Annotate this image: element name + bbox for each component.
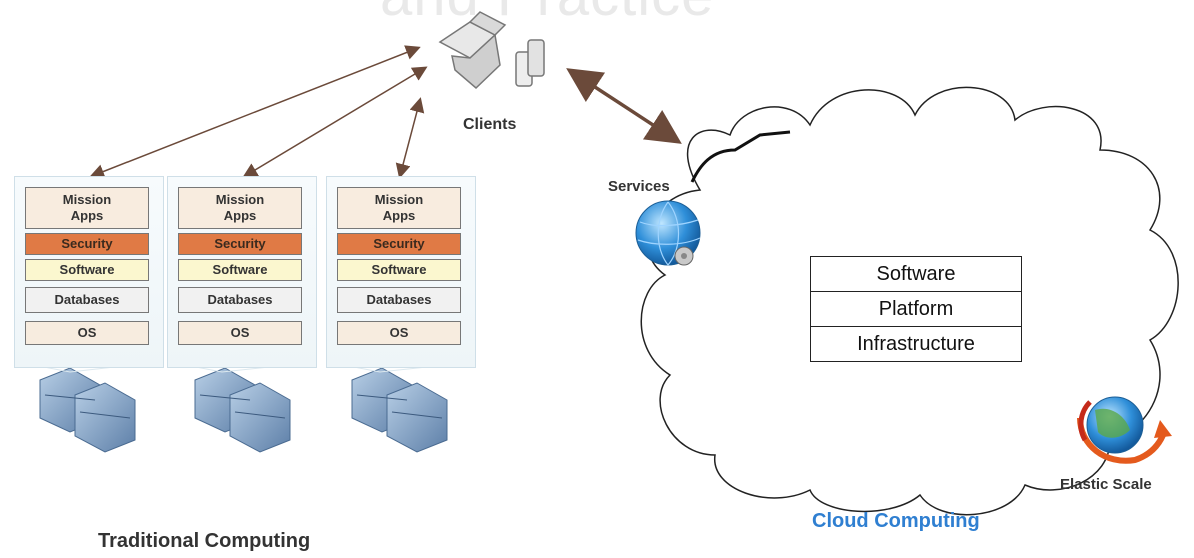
page-title: and Practice: [380, 0, 714, 29]
os-layer: OS: [25, 321, 149, 345]
arrow-client-stack-1: [89, 45, 421, 179]
server-cluster-3: [351, 367, 448, 453]
traditional-computing-label: Traditional Computing: [98, 530, 311, 552]
cloud-layer-software: Software: [811, 257, 1021, 292]
elastic-globe-icon: [1077, 396, 1172, 464]
software-layer: Software: [337, 259, 461, 281]
security-layer: Security: [337, 233, 461, 255]
services-label: Services: [608, 178, 670, 195]
cloud-service-table: Software Platform Infrastructure: [810, 256, 1022, 362]
elastic-scale-label: Elastic Scale: [1060, 476, 1152, 493]
phone-icon: [515, 39, 545, 87]
server-cluster-2: [194, 367, 291, 453]
security-layer: Security: [178, 233, 302, 255]
databases-layer: Databases: [178, 287, 302, 313]
software-layer: Software: [178, 259, 302, 281]
os-layer: OS: [337, 321, 461, 345]
databases-layer: Databases: [25, 287, 149, 313]
databases-layer: Databases: [337, 287, 461, 313]
security-layer: Security: [25, 233, 149, 255]
software-layer: Software: [25, 259, 149, 281]
cloud-computing-label: Cloud Computing: [812, 510, 980, 532]
cloud-dark-edge: [690, 130, 791, 183]
arrow-client-stack-2: [242, 66, 428, 178]
arrow-client-stack-3: [395, 97, 425, 179]
clients-label: Clients: [463, 116, 517, 133]
cloud-layer-platform: Platform: [811, 292, 1021, 327]
server-cluster-1: [39, 367, 136, 453]
laptop-icon: [438, 11, 507, 90]
cloud-layer-infrastructure: Infrastructure: [857, 333, 975, 355]
os-layer: OS: [178, 321, 302, 345]
arrow-client-cloud: [566, 68, 682, 144]
services-globe-icon: [635, 200, 701, 266]
